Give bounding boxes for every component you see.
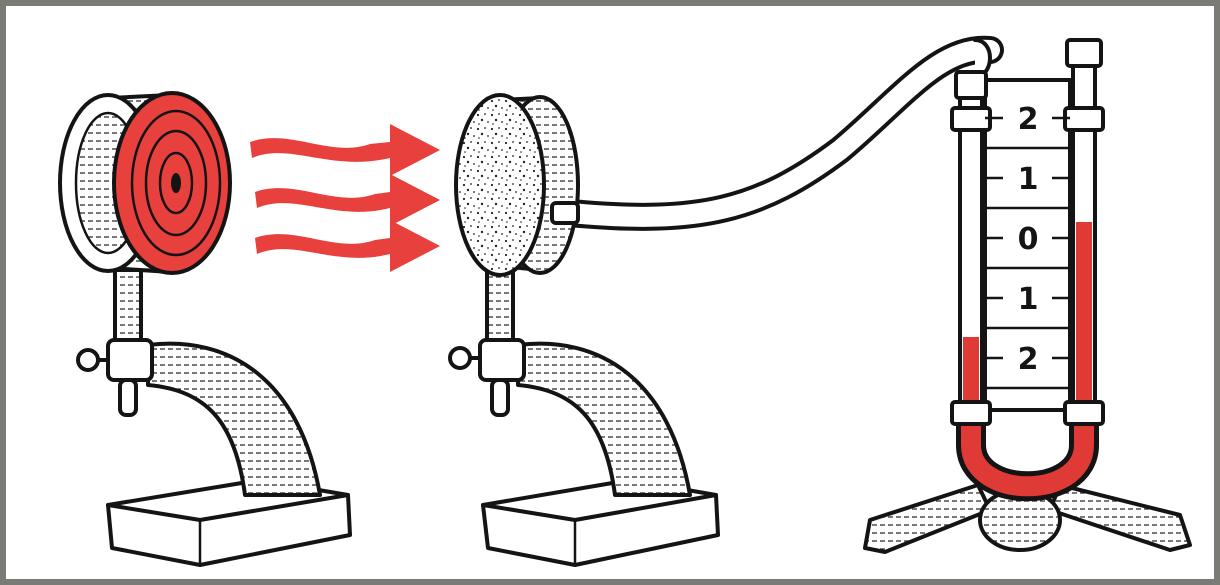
heat-source-icon xyxy=(60,93,350,565)
scale-label-bottom-2: 2 xyxy=(1018,342,1039,377)
rubber-tube-icon xyxy=(570,40,990,217)
heat-waves-icon xyxy=(250,124,440,272)
scale-label-bottom-1: 1 xyxy=(1018,282,1039,317)
right-liquid-column xyxy=(1076,222,1092,422)
scale-label-zero: 0 xyxy=(1018,222,1039,257)
heat-receiver-icon xyxy=(450,95,718,565)
u-tube-manometer-icon: 2 1 0 1 2 xyxy=(865,40,1190,552)
scale-label-top-2: 2 xyxy=(1018,102,1039,137)
scale-label-top-1: 1 xyxy=(1018,162,1039,197)
